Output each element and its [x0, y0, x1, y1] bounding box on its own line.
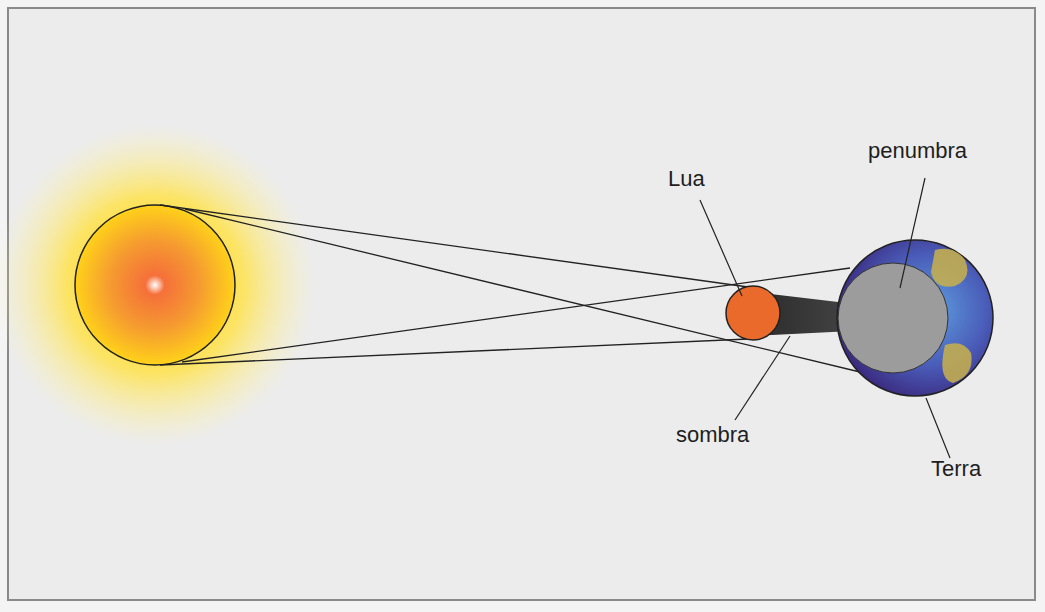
sun	[75, 205, 235, 365]
frame	[8, 8, 1035, 600]
penumbra-area	[838, 263, 948, 373]
part-label: penumbra	[868, 138, 967, 164]
part-label: Terra	[931, 456, 981, 482]
earth	[837, 240, 993, 396]
light-rays	[160, 205, 860, 372]
leader-lines	[700, 178, 950, 458]
part-label: sombra	[676, 422, 749, 448]
part-label: Lua	[668, 166, 705, 192]
sun-glow	[0, 125, 315, 445]
moon	[726, 286, 780, 340]
